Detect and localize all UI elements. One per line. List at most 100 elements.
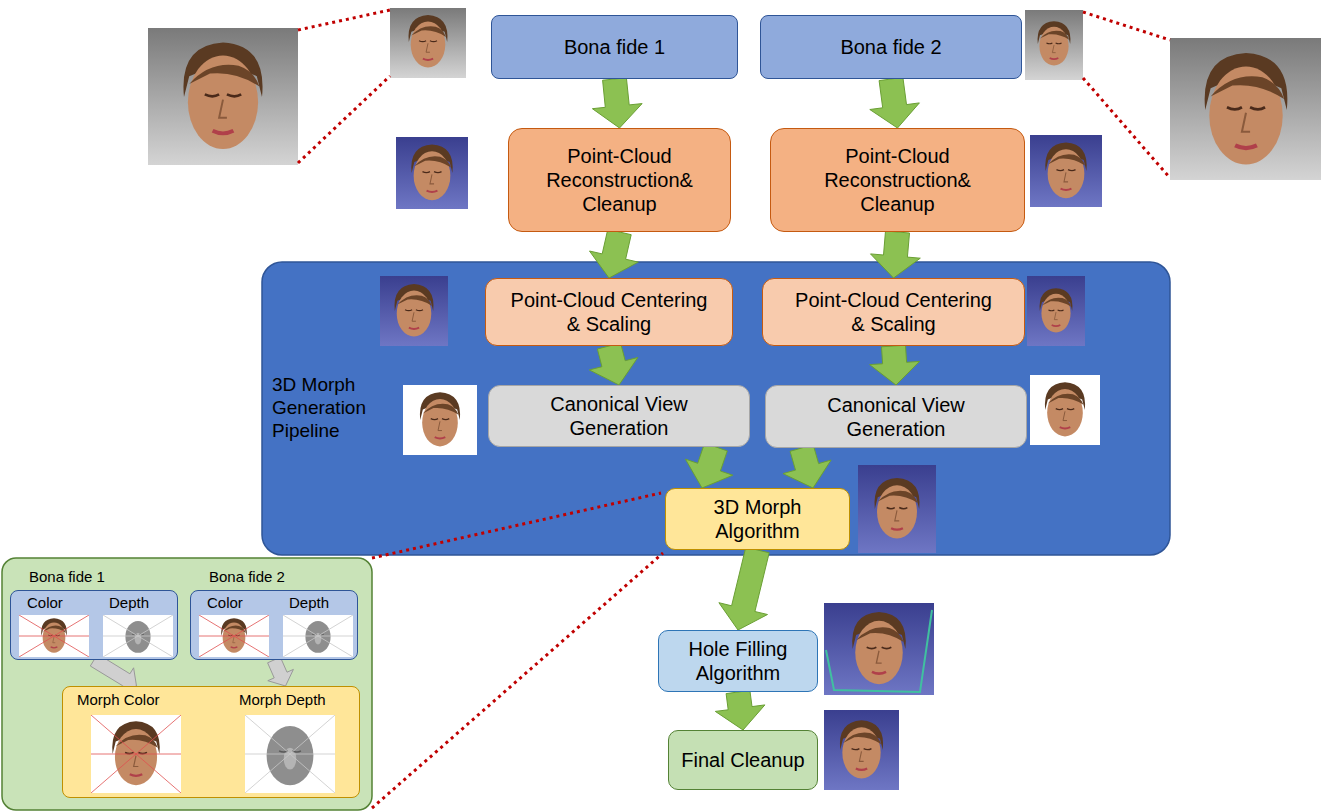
face-image (1205, 53, 1288, 165)
leader-line (1083, 12, 1170, 40)
input-box: Bona fide 1 (491, 15, 738, 79)
node-label: Bona fide 2 (209, 568, 285, 586)
block-arrow (685, 443, 732, 488)
face-thumbnail (396, 137, 468, 209)
inset-panel (2, 558, 372, 810)
thumbnail-ground (148, 28, 298, 165)
face-thumbnail (824, 710, 899, 790)
node-label: Depth (109, 594, 149, 612)
face-image (305, 621, 330, 653)
landmark-mesh (103, 615, 173, 657)
face-thumbnail (91, 715, 181, 793)
box-label: Point-Cloud Centering & Scaling (510, 288, 708, 336)
input-box: Bona fide 2ColorDepth (190, 590, 358, 660)
landmark-mesh (199, 615, 269, 657)
process-box: Hole Filling Algorithm (658, 630, 818, 692)
box-label: Canonical View Generation (796, 393, 996, 441)
face-thumbnail (380, 276, 448, 346)
node-label: Morph Depth (239, 691, 326, 709)
process-box: 3D Morph Algorithm (665, 488, 850, 550)
node-label: Color (27, 594, 63, 612)
leader-line (298, 10, 390, 30)
thumbnail-ground (245, 715, 335, 793)
zoom-leader-lines (298, 10, 1170, 808)
box-label: Point-Cloud Reconstruction& Cleanup (520, 144, 720, 216)
pipeline-panel (262, 262, 1170, 555)
block-arrow (783, 445, 831, 488)
thumbnail-ground (91, 715, 181, 793)
thumbnail-ground (103, 615, 173, 657)
thumbnail-ground (380, 276, 448, 346)
thumbnail-ground (1027, 276, 1085, 346)
process-box: Point-Cloud Reconstruction& Cleanup (508, 128, 731, 232)
leader-line (372, 493, 661, 558)
box-label: Point-Cloud Centering & Scaling (795, 288, 993, 336)
face-image (1045, 382, 1085, 436)
thumbnail-ground (824, 710, 899, 790)
box-label: Bona fide 1 (564, 35, 665, 59)
face-image (1045, 142, 1086, 198)
output-box: Morph Color Morph Depth (62, 686, 360, 798)
process-box: Final Cleanup (668, 730, 818, 790)
thumbnail-ground (283, 615, 353, 657)
leader-line (298, 76, 390, 163)
face-image (267, 726, 314, 785)
block-arrow (870, 77, 920, 128)
face-thumbnail (283, 615, 353, 657)
face-image (874, 478, 919, 539)
face-thumbnail (824, 603, 934, 695)
face-thumbnail (1025, 10, 1083, 80)
face-thumbnail (199, 615, 269, 657)
block-arrow (589, 343, 638, 385)
thumbnail-ground (1030, 135, 1102, 207)
thumbnail-ground (19, 615, 89, 657)
leader-line (1083, 78, 1170, 178)
box-label: Canonical View Generation (519, 392, 719, 440)
thumbnail-ground (1170, 38, 1321, 180)
box-label: Point-Cloud Reconstruction& Cleanup (798, 144, 998, 216)
process-box: Point-Cloud Reconstruction& Cleanup (770, 128, 1025, 232)
thumbnail-ground (858, 465, 936, 553)
node-label: 3D Morph Generation Pipeline (272, 374, 390, 442)
face-image (395, 284, 434, 336)
face-image (125, 621, 150, 653)
face-image (1038, 21, 1071, 65)
face-thumbnail (245, 715, 335, 793)
face-image (840, 720, 883, 778)
leader-line (372, 553, 663, 808)
node-label: Color (207, 594, 243, 612)
thumbnail-ground (403, 385, 477, 455)
thumbnail-ground (390, 8, 466, 78)
face-thumbnail (19, 615, 89, 657)
thumbnail-ground (199, 615, 269, 657)
thumbnail-ground (1030, 375, 1100, 445)
face-image (1040, 288, 1073, 332)
face-thumbnail (1027, 276, 1085, 346)
node-label: Morph Color (77, 691, 160, 709)
face-image (411, 144, 452, 200)
box-label: Final Cleanup (681, 748, 804, 772)
face-thumbnail (103, 615, 173, 657)
box-label: 3D Morph Algorithm (678, 495, 838, 543)
face-thumbnail (858, 465, 936, 553)
face-thumbnail (1170, 38, 1321, 180)
face-image (112, 721, 159, 785)
process-box: Canonical View Generation (488, 385, 750, 447)
pipeline-group: 3D Morph Generation Pipeline Point-Cloud … (262, 262, 1170, 555)
block-arrow (871, 231, 921, 278)
face-thumbnail (1030, 375, 1100, 445)
process-box: Canonical View Generation (765, 385, 1027, 448)
thumbnail-ground (396, 137, 468, 209)
face-image (852, 612, 906, 684)
landmark-mesh (245, 715, 335, 793)
landmark-mesh (283, 615, 353, 657)
block-arrow (590, 229, 639, 278)
block-arrow (719, 547, 769, 630)
block-arrow (592, 78, 642, 128)
input-box: Bona fide 2 (760, 15, 1022, 79)
node-label: Depth (289, 594, 329, 612)
face-image (420, 392, 460, 446)
face-thumbnail (148, 28, 298, 165)
thumbnail-ground (1025, 10, 1083, 80)
landmark-mesh (91, 715, 181, 793)
